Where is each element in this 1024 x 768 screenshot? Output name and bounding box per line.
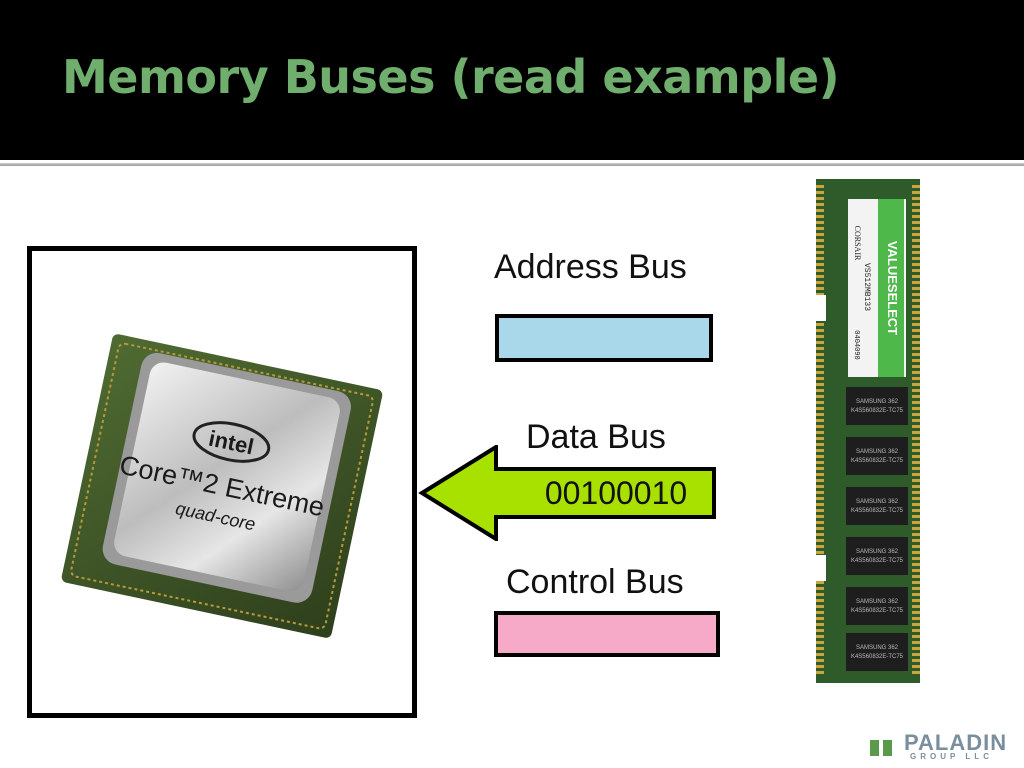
cpu-heat-spreader <box>114 362 340 592</box>
cpu-image-frame: intel Core™2 Extreme quad-core <box>27 246 417 718</box>
company-logo: PALADIN GROUP LLC <box>868 730 1018 764</box>
svg-text:K4S560832E-TC75: K4S560832E-TC75 <box>851 458 904 464</box>
title-divider <box>0 163 1024 166</box>
logo-subtitle: GROUP LLC <box>910 752 993 761</box>
ram-brand: CORSAIR <box>853 226 862 261</box>
title-bar <box>0 0 1024 160</box>
svg-text:K4S560832E-TC75: K4S560832E-TC75 <box>851 408 904 414</box>
svg-text:SAMSUNG 362: SAMSUNG 362 <box>856 499 899 505</box>
svg-text:K4S560832E-TC75: K4S560832E-TC75 <box>851 608 904 614</box>
slide-title: Memory Buses (read example) <box>62 50 840 104</box>
svg-text:SAMSUNG 362: SAMSUNG 362 <box>856 645 899 651</box>
svg-text:SAMSUNG 362: SAMSUNG 362 <box>856 399 899 405</box>
control-bus-bar <box>494 611 720 657</box>
logo-name: PALADIN <box>904 730 1008 755</box>
svg-text:SAMSUNG 362: SAMSUNG 362 <box>856 599 899 605</box>
address-bus-label: Address Bus <box>494 248 687 286</box>
cpu-chip-illustration: intel Core™2 Extreme quad-core <box>61 334 383 638</box>
control-bus-label: Control Bus <box>506 563 684 601</box>
ram-part-number: VS512MB133 <box>862 263 871 311</box>
ram-lot-number: 0404090 <box>852 330 860 359</box>
address-bus-bar <box>495 314 713 362</box>
svg-text:K4S560832E-TC75: K4S560832E-TC75 <box>851 558 904 564</box>
svg-text:K4S560832E-TC75: K4S560832E-TC75 <box>851 508 904 514</box>
svg-text:SAMSUNG 362: SAMSUNG 362 <box>856 449 899 455</box>
ram-gold-contacts <box>816 185 920 674</box>
data-bus-label: Data Bus <box>526 418 666 456</box>
svg-text:SAMSUNG 362: SAMSUNG 362 <box>856 549 899 555</box>
data-bus-arrow <box>418 445 716 541</box>
ram-product-line: VALUESELECT <box>885 241 900 335</box>
intel-logo-icon <box>192 421 271 463</box>
paladin-shield-icon <box>870 740 892 756</box>
svg-text:K4S560832E-TC75: K4S560832E-TC75 <box>851 654 904 660</box>
ram-module-illustration: VALUESELECT CORSAIR VS512MB133 0404090 S… <box>816 179 920 683</box>
data-bus-value: 00100010 <box>544 475 688 511</box>
